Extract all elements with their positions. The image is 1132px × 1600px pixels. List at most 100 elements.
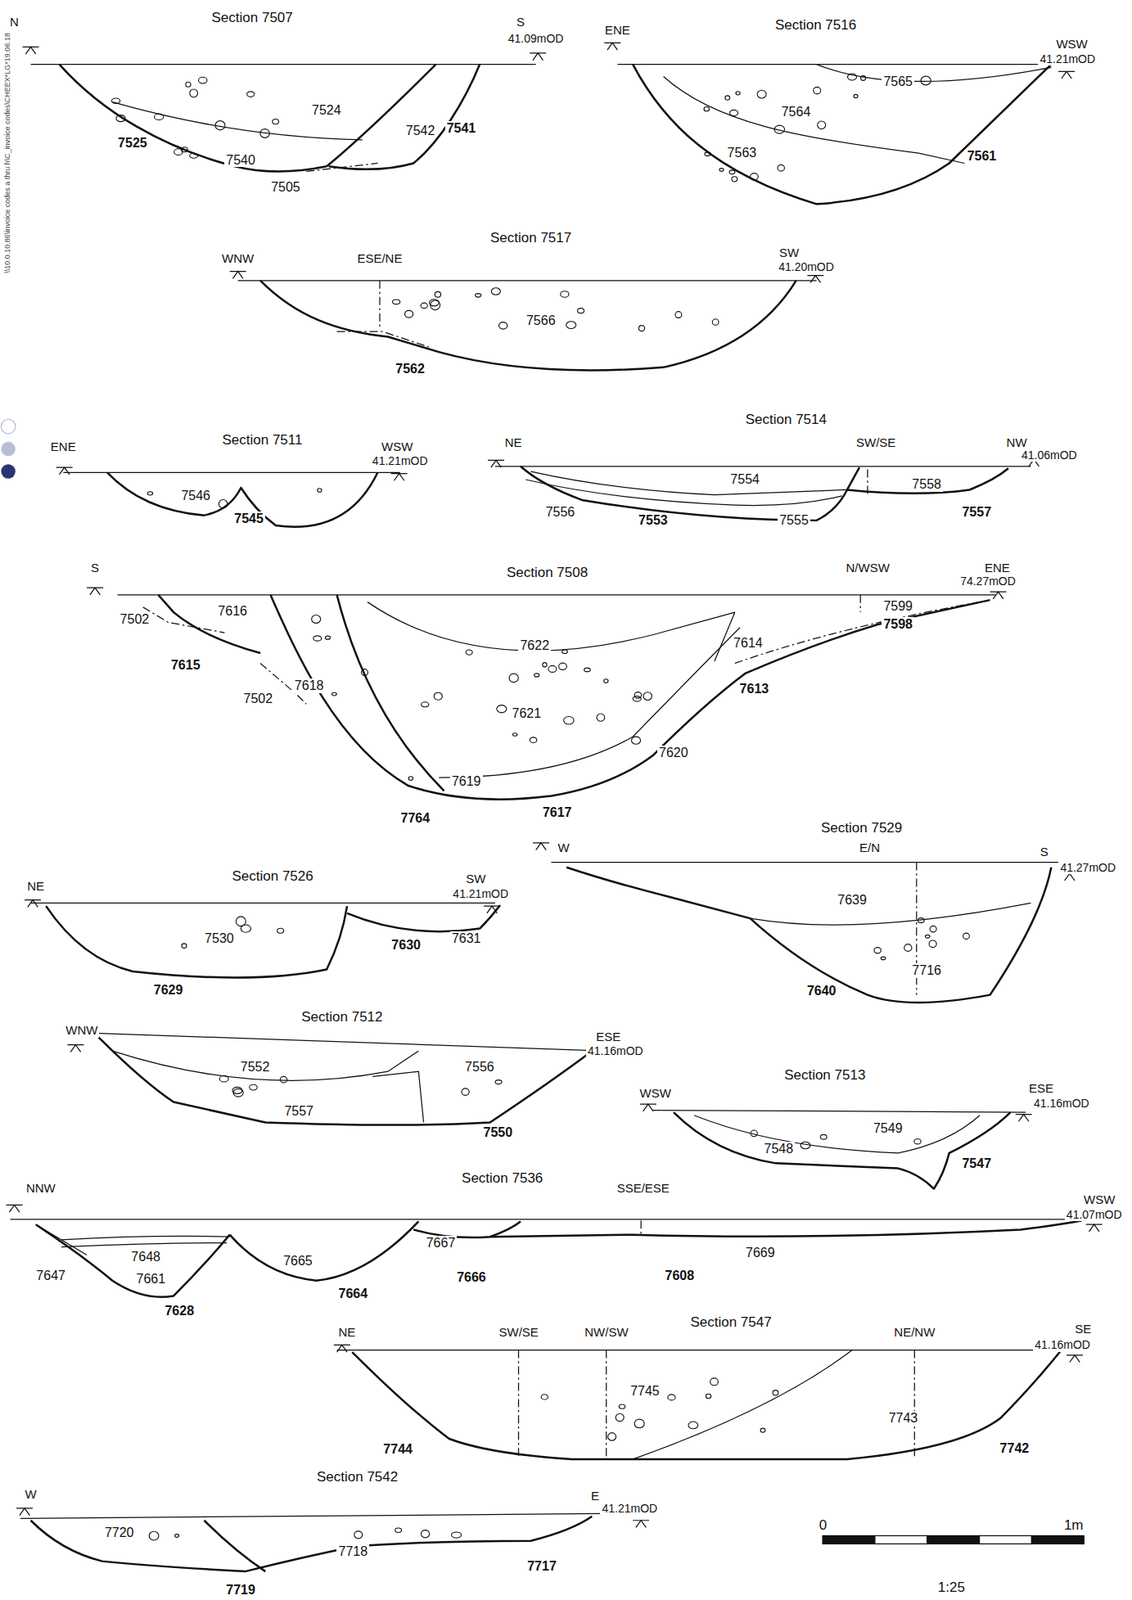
stone — [461, 1088, 470, 1096]
stone — [560, 291, 569, 298]
datum-level: 41.16mOD — [586, 1045, 645, 1058]
cut-number: 7744 — [381, 1442, 415, 1457]
stone — [704, 152, 711, 156]
orientation-label: NW/SW — [582, 1325, 630, 1340]
context-number: 7631 — [450, 931, 483, 947]
cut-number: 7608 — [663, 1268, 697, 1284]
stone — [434, 291, 441, 298]
stone — [215, 121, 226, 131]
orientation-label: S — [89, 561, 101, 576]
stone — [198, 76, 208, 84]
context-number: 7743 — [887, 1411, 921, 1426]
stone — [541, 1394, 548, 1400]
stone — [577, 308, 585, 314]
stone — [420, 1530, 429, 1538]
datum-level: 41.21mOD — [1037, 53, 1097, 66]
stone — [880, 956, 885, 960]
orientation-label: WNW — [63, 1023, 100, 1038]
context-number: 7564 — [780, 104, 813, 120]
ground-surfaces — [10, 64, 1093, 1520]
stone — [313, 635, 322, 641]
context-number: 7524 — [310, 103, 343, 118]
stone — [232, 1086, 243, 1094]
cut-number: 7598 — [881, 617, 915, 632]
stone — [634, 1419, 645, 1429]
cut-number: 7764 — [399, 811, 433, 826]
stone-inclusions — [111, 73, 970, 1541]
stone — [475, 293, 482, 298]
stone — [185, 81, 191, 87]
stone — [904, 944, 912, 952]
stone — [929, 940, 937, 948]
datum-level: 41.21mOD — [370, 455, 430, 468]
context-number: 7549 — [871, 1121, 905, 1137]
stone — [395, 1528, 402, 1533]
stone — [847, 73, 857, 81]
context-number: 7554 — [728, 472, 762, 488]
context-number: 7620 — [657, 745, 691, 761]
context-number: 7639 — [835, 892, 869, 908]
context-number: 7665 — [281, 1253, 315, 1269]
orientation-label: ENE — [603, 23, 632, 38]
datum-level: 41.07mOD — [1064, 1208, 1124, 1222]
stone — [408, 776, 413, 781]
stone — [111, 98, 120, 104]
section-title: Section 7512 — [299, 1010, 384, 1026]
orientation-label: NE — [25, 879, 46, 894]
stone — [584, 667, 591, 672]
stone — [750, 173, 759, 181]
stone — [272, 119, 280, 125]
orientation-label: NE — [337, 1325, 358, 1340]
orientation-label: ENE — [49, 440, 78, 455]
stone — [861, 76, 866, 82]
stone — [465, 649, 473, 655]
section-title: Section 7526 — [230, 869, 315, 885]
context-number: 7556 — [463, 1059, 497, 1075]
stone — [675, 311, 682, 319]
stone — [632, 696, 641, 702]
context-number: 7619 — [450, 774, 483, 790]
stone — [566, 321, 577, 330]
margin-logo — [0, 419, 15, 479]
context-number: 7718 — [336, 1544, 370, 1560]
stone — [615, 1413, 624, 1421]
stone — [189, 153, 199, 158]
stone — [513, 733, 518, 736]
cut-number: 7562 — [393, 361, 427, 377]
stone — [618, 1404, 625, 1409]
datum-level: 41.09mOD — [506, 32, 566, 46]
cut-number: 7617 — [541, 805, 574, 821]
cut-number: 7547 — [960, 1156, 993, 1172]
orientation-label: SW — [777, 246, 801, 261]
stone — [638, 325, 645, 332]
context-number: 7505 — [269, 180, 303, 195]
cut-number: 7561 — [965, 148, 999, 164]
stone — [920, 76, 931, 86]
datum-level: 74.27mOD — [958, 575, 1018, 588]
orientation-label: WSW — [1082, 1193, 1117, 1208]
context-number: 7622 — [518, 638, 551, 654]
context-number: 7558 — [910, 477, 943, 492]
orientation-label: NNW — [24, 1181, 58, 1196]
stone — [277, 928, 285, 934]
scale-label: 0 — [817, 1518, 829, 1534]
context-number: 7716 — [910, 963, 943, 979]
datum-level: 41.20mOD — [776, 261, 836, 274]
stone — [529, 737, 537, 744]
orientation-label: WSW — [1054, 37, 1089, 52]
stone — [542, 662, 547, 668]
stone — [260, 129, 270, 139]
stone — [534, 673, 540, 677]
stone — [710, 1378, 719, 1386]
cut-number: 7545 — [232, 511, 266, 527]
section-title: Section 7514 — [744, 412, 829, 429]
context-number: 7548 — [762, 1141, 796, 1157]
stone — [429, 299, 440, 307]
context-number: 7648 — [129, 1249, 163, 1265]
section-title: Section 7517 — [488, 230, 573, 247]
stone — [548, 665, 557, 672]
stone — [317, 488, 322, 492]
cut-number: 7719 — [224, 1582, 258, 1598]
datum-level: 41.27mOD — [1058, 861, 1118, 875]
context-number: 7552 — [239, 1059, 272, 1075]
